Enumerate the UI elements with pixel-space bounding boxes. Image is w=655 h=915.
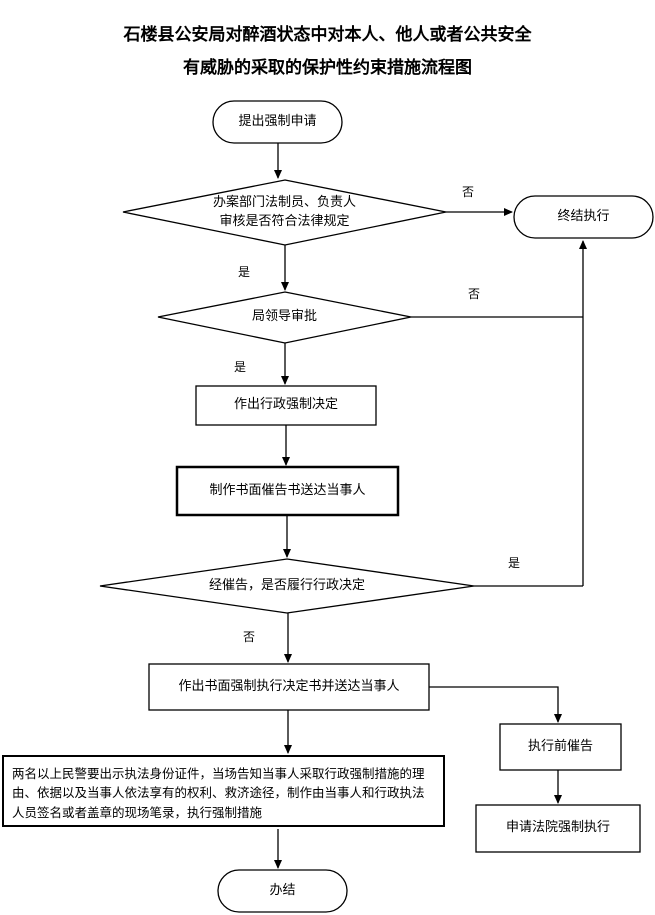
done-shape <box>217 869 348 913</box>
pre-exec-notice-shape <box>499 723 622 771</box>
comply-diamond <box>99 558 475 614</box>
written-decision-node: 作出书面强制执行决定书并送达当事人 <box>178 678 400 694</box>
review-node: 办案部门法制员、负责人 审核是否符合法律规定 <box>123 190 446 235</box>
label-yes-review: 是 <box>238 265 251 279</box>
court-node: 申请法院强制执行 <box>505 820 610 836</box>
pre-exec-notice-node: 执行前催告 <box>527 738 593 754</box>
done-node: 办结 <box>269 882 296 898</box>
label-no-leader: 否 <box>468 287 481 301</box>
decision-node: 作出行政强制决定 <box>233 397 338 413</box>
label-yes-comply: 是 <box>508 556 521 570</box>
end-exec-node: 终结执行 <box>557 208 610 224</box>
label-yes-leader: 是 <box>234 360 247 374</box>
court-shape <box>475 804 641 853</box>
measures-node: 两名以上民警要出示执法身份证件，当场告知当事人采取行政强制措施的理由、依据以及当… <box>2 755 445 827</box>
label-no-review: 否 <box>462 185 475 199</box>
title-line-1: 石楼县公安局对醉酒状态中对本人、他人或者公共安全 <box>123 25 532 45</box>
review-line-1: 办案部门法制员、负责人 <box>212 194 356 210</box>
notice-node: 制作书面催告书送达当事人 <box>209 482 366 498</box>
review-line-2: 审核是否符合法律规定 <box>219 213 350 229</box>
end-exec-shape <box>513 195 654 239</box>
comply-node: 经催告，是否履行行政决定 <box>208 577 365 593</box>
start-node: 提出强制申请 <box>238 113 317 129</box>
title-line-2: 有威胁的采取的保护性约束措施流程图 <box>183 58 472 78</box>
label-no-comply: 否 <box>243 630 256 644</box>
leader-node: 局领导审批 <box>251 309 317 325</box>
